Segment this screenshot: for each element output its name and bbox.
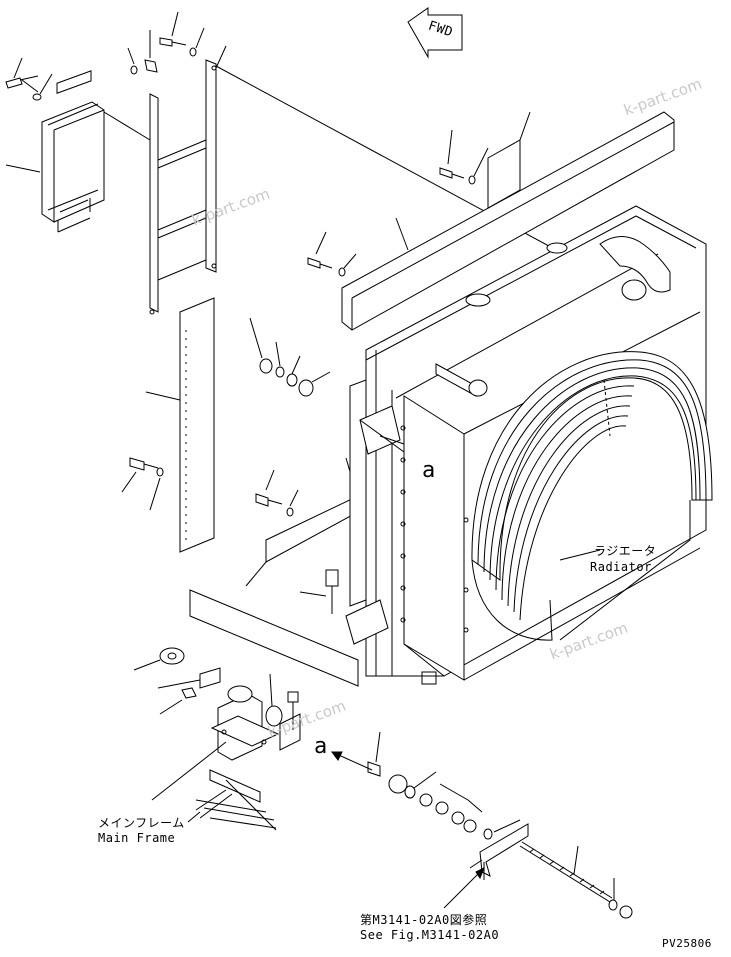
radiator-label-en: Radiator — [590, 560, 652, 574]
rod-bracket — [470, 824, 632, 918]
left-strut — [346, 380, 404, 644]
radiator-pipes — [422, 236, 670, 684]
figure-id: PV25806 — [662, 937, 712, 950]
lower-large-seal — [190, 590, 358, 686]
fan-shroud — [472, 352, 712, 640]
radiator-leader — [560, 550, 600, 560]
fwd-arrow — [408, 8, 462, 57]
small-plate-upper — [488, 140, 520, 208]
support-frame — [150, 46, 226, 314]
radiator-body — [366, 206, 706, 680]
main-frame-leader — [188, 812, 200, 822]
ref-label-a-lower: a — [314, 734, 328, 759]
main-frame-label-en: Main Frame — [98, 831, 176, 845]
top-cover-plate — [342, 112, 674, 330]
side-seal-plate — [146, 298, 214, 552]
bolt-stack-lower — [368, 732, 520, 839]
lower-seal-plate — [246, 458, 358, 586]
lower-bolt — [300, 570, 338, 614]
main-frame-label-jp: メインフレーム — [98, 816, 185, 830]
radiator-label-jp: ラジエータ — [594, 544, 657, 558]
see-fig-arrow — [444, 868, 484, 908]
bolt-set-top-left — [6, 12, 204, 100]
see-fig-label-jp: 第M3141-02A0図参照 — [360, 913, 488, 927]
see-fig-label-en: See Fig.M3141-02A0 — [360, 928, 500, 942]
bolt-set-middle — [122, 130, 488, 516]
ref-a-leader — [360, 420, 404, 452]
ref-label-a-upper: a — [422, 458, 436, 483]
mount-assembly — [134, 648, 300, 830]
oil-cooler — [6, 71, 104, 232]
ref-arrow-lower — [332, 752, 372, 770]
